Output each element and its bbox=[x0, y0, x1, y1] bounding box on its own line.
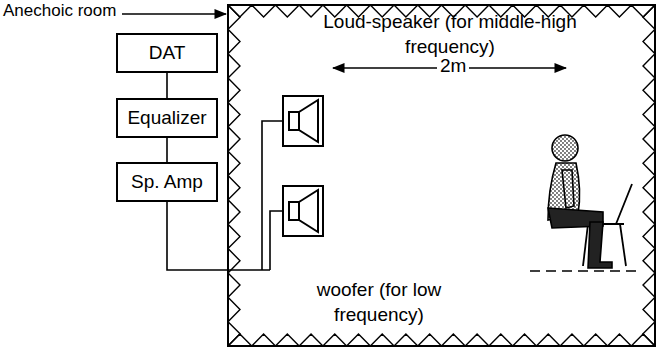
signal-line bbox=[166, 138, 168, 162]
seated-listener bbox=[548, 135, 612, 268]
leader-arrow bbox=[122, 13, 226, 15]
box-label: Equalizer bbox=[127, 107, 206, 130]
absorber-wedge bbox=[228, 5, 240, 346]
absorber-wedges bbox=[228, 5, 655, 346]
box-label: Sp. Amp bbox=[131, 171, 203, 194]
room-heading: Anechoic room bbox=[3, 1, 116, 21]
process-box: Sp. Amp bbox=[116, 162, 218, 202]
process-box: DAT bbox=[116, 33, 218, 73]
woofer-symbol bbox=[283, 186, 323, 236]
loudspeaker-symbol bbox=[283, 96, 323, 146]
process-box: Equalizer bbox=[116, 98, 218, 138]
absorber-wedge bbox=[643, 5, 655, 346]
signal-line bbox=[166, 73, 168, 98]
absorber-wedge bbox=[228, 334, 655, 346]
floor-line bbox=[530, 270, 640, 272]
speaker-label: Loud-speaker (for middle-high frequency) bbox=[300, 10, 600, 59]
speaker-label: woofer (for low frequency) bbox=[284, 278, 474, 327]
distance-label: 2m bbox=[437, 54, 469, 79]
room-wall bbox=[228, 5, 655, 346]
box-label: DAT bbox=[149, 42, 186, 65]
